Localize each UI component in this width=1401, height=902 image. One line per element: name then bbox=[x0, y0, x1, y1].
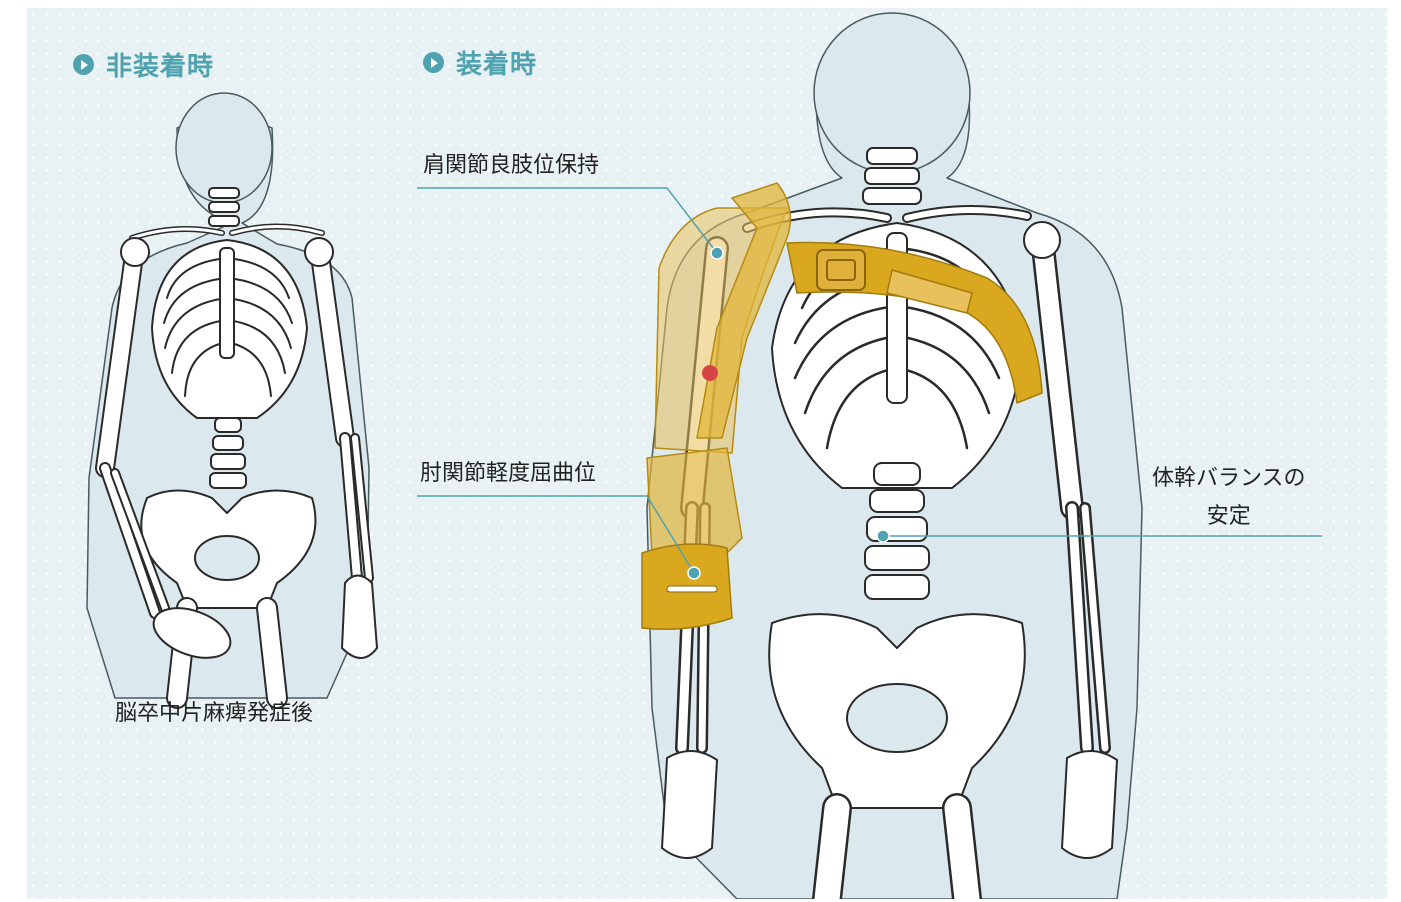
trunk-callout-label: 体幹バランスの 安定 bbox=[1152, 460, 1306, 536]
trunk-callout-line1: 体幹バランスの bbox=[1152, 460, 1306, 498]
shoulder-callout-label: 肩関節良肢位保持 bbox=[423, 152, 599, 181]
elbow-callout-label: 肘関節軽度屈曲位 bbox=[420, 460, 596, 489]
skeleton-with-brace bbox=[27, 8, 1387, 899]
illustration-panel: 非装着時 装着時 bbox=[27, 8, 1387, 899]
left-caption: 脳卒中片麻痺発症後 bbox=[115, 700, 313, 729]
elbow-callout-dot bbox=[688, 567, 700, 579]
shoulder-callout-dot bbox=[711, 247, 723, 259]
trunk-callout-dot bbox=[877, 530, 889, 542]
trunk-callout-line2: 安定 bbox=[1152, 498, 1306, 536]
red-marker bbox=[702, 365, 718, 381]
